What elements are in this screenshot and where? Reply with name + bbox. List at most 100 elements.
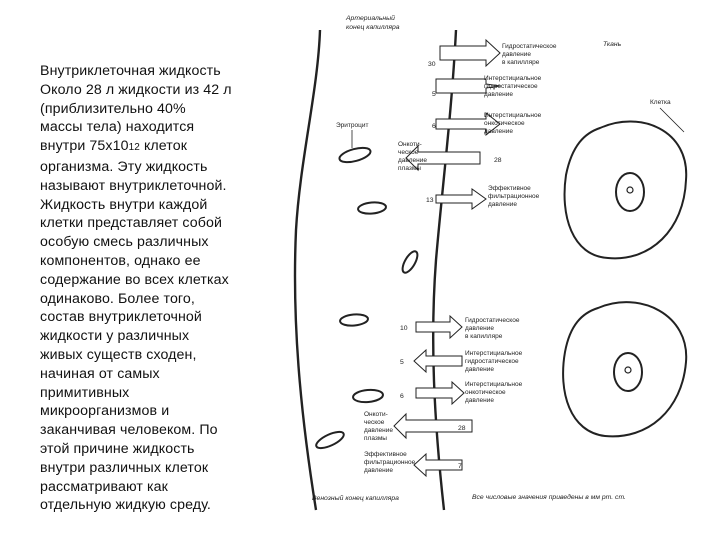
label-net-top: фильтрационное [488, 193, 540, 200]
text-line: внутри различных клеток [40, 459, 209, 476]
text-line: называют внутриклеточной. [40, 177, 227, 194]
label-interstitial-onco-top: давление [484, 128, 513, 135]
value-net-bottom: 7 [458, 463, 462, 470]
text-line: клетки представляет собой [40, 215, 223, 232]
arrow-hydrostatic-bottom [415, 314, 463, 340]
erythrocytes [315, 146, 419, 450]
value-interstitial-onco-bottom: 6 [400, 393, 404, 400]
value-interstitial-hydro-top: 5 [432, 91, 436, 98]
text-line: Внутриклеточная жидкость [40, 63, 221, 79]
label-oncotic-top: давление [398, 157, 427, 164]
nucleolus [626, 186, 634, 194]
pressure-arrows [393, 38, 501, 478]
erythrocyte-shape [352, 388, 384, 404]
text-line: этой причине жидкость [40, 440, 195, 457]
label-hydrostatic-top: давление [502, 51, 531, 58]
capillary-wall-right [431, 29, 458, 511]
label-interstitial-hydro-top: Интерстициальное [484, 75, 542, 82]
text-line-cells-count: внутри 75х1012 клеток [40, 137, 268, 158]
label-interstitial-onco-bottom: онкотическое [465, 389, 506, 396]
label-interstitial-onco-bottom: Интерстициальное [465, 381, 523, 388]
label-hydrostatic-bottom: Гидростатическое [465, 317, 520, 324]
label-interstitial-onco-top: онкотическое [484, 120, 525, 127]
value-interstitial-onco-top: 6 [432, 123, 436, 130]
label-hydrostatic-top: Гидростатическое [502, 43, 557, 50]
arrow-interstitial-onco-top [435, 111, 501, 137]
erythrocyte-shape [339, 313, 369, 327]
label-interstitial-hydro-bottom: гидростатическое [465, 358, 519, 365]
label-interstitial-onco-top: Интерстициальное [484, 112, 542, 119]
value-interstitial-hydro-bottom: 5 [400, 359, 404, 366]
label-net-bottom: давление [364, 467, 393, 474]
value-net-top: 13 [426, 197, 434, 204]
venous-end-label: Венозный конец капилляра [312, 494, 399, 502]
label-hydrostatic-bottom: давление [465, 325, 494, 332]
cell-membrane-top [563, 120, 688, 260]
units-footnote: Все числовые значения приведены в мм рт.… [472, 493, 626, 501]
cell-leader-line [659, 107, 685, 133]
cell-label: Клетка [650, 99, 671, 106]
label-interstitial-hydro-bottom: давление [465, 366, 494, 373]
arterial-end-label: Артериальный [345, 14, 395, 22]
cell-nucleus-top [615, 172, 645, 212]
cell-nucleus-bottom [613, 352, 643, 392]
erythrocyte-shape [315, 430, 345, 450]
text-line: рассматривают как [40, 478, 168, 495]
label-interstitial-hydro-top: давление [484, 91, 513, 98]
text-line: заканчивая человеком. По [40, 422, 218, 439]
arterial-end-label: конец капилляра [346, 24, 400, 31]
text-line: состав внутриклеточной [40, 309, 202, 326]
arrow-interstitial-hydro-top [435, 78, 501, 94]
text-line: примитивных [40, 384, 130, 401]
label-interstitial-hydro-top: гидростатическое [484, 83, 538, 90]
label-hydrostatic-top: в капилляре [502, 59, 540, 66]
text-line: жидкости у различных [40, 328, 190, 345]
label-oncotic-top: плазмы [398, 165, 421, 172]
cell-membrane-bottom [562, 301, 688, 438]
value-hydrostatic-bottom: 10 [400, 325, 408, 332]
arrow-oncotic-top [405, 144, 481, 172]
text-line: одинаково. Более того, [40, 290, 195, 307]
nucleolus [624, 366, 632, 374]
arrow-hydrostatic-top [439, 38, 501, 68]
label-net-bottom: Эффективное [364, 451, 407, 458]
text-line: отдельную жидкую среду. [40, 497, 211, 514]
label-interstitial-onco-bottom: давление [465, 397, 494, 404]
label-oncotic-bottom: давление [364, 427, 393, 434]
text-fragment: внутри 75х10 [40, 138, 129, 155]
text-line: Около 28 л жидкости из 42 л [40, 81, 232, 98]
tissue-cells [562, 120, 688, 438]
label-oncotic-top: ческое [398, 149, 419, 156]
erythrocyte-shape [401, 250, 419, 274]
text-line: Жидкость внутри каждой [40, 196, 208, 213]
text-line: особую смесь различных [40, 234, 209, 251]
text-line: (приблизительно 40% [40, 100, 186, 117]
text-fragment: клеток [139, 138, 188, 155]
text-line: массы тела) находится [40, 119, 195, 136]
value-oncotic-bottom: 28 [458, 425, 466, 432]
label-oncotic-bottom: ческое [364, 419, 385, 426]
arrow-net-top [435, 188, 487, 210]
arrow-interstitial-onco-bottom [415, 380, 465, 406]
arrow-interstitial-hydro-bottom [413, 348, 463, 374]
label-oncotic-bottom: Онкоти- [364, 411, 388, 418]
label-hydrostatic-bottom: в капилляре [465, 333, 503, 340]
label-net-bottom: фильтрационное [364, 459, 416, 466]
value-oncotic-top: 28 [494, 157, 502, 164]
arrow-net-bottom [413, 452, 463, 478]
exponent: 12 [128, 142, 140, 154]
text-line: компонентов, однако ее [40, 252, 201, 269]
label-net-top: давление [488, 201, 517, 208]
label-oncotic-bottom: плазмы [364, 435, 387, 442]
erythrocyte-label: Эритроцит [336, 122, 368, 129]
capillary-wall-left [293, 29, 322, 511]
arrow-oncotic-bottom [393, 412, 473, 440]
text-line: микроорганизмов и [40, 403, 170, 420]
text-line: живых существ сходен, [40, 346, 197, 363]
text-line: организма. Эту жидкость [40, 158, 208, 175]
label-net-top: Эффективное [488, 185, 531, 192]
label-oncotic-top: Онкоти- [398, 141, 422, 148]
text-line: содержание во всех клетках [40, 271, 229, 288]
text-line: начиная от самых [40, 365, 160, 382]
